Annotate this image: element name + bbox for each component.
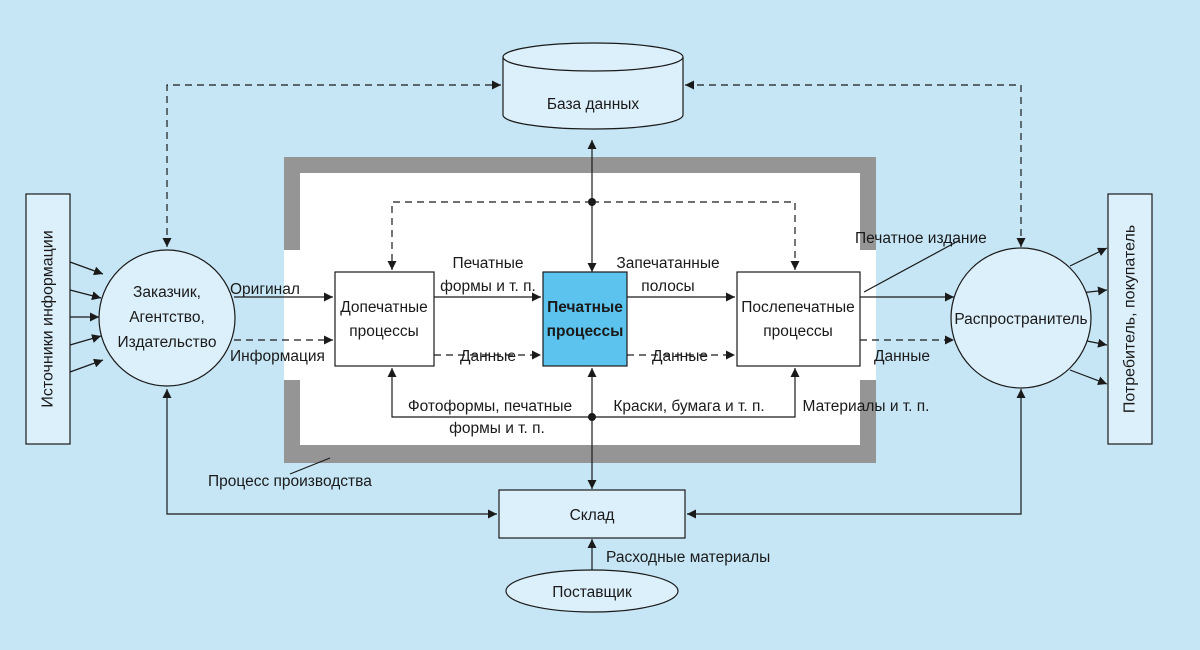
printed-sheets-label-line1: Запечатанные: [616, 255, 719, 272]
printed-edition-label: Печатное издание: [855, 230, 987, 247]
prepress-label-line1: Допечатные: [340, 299, 428, 316]
junction-dot: [588, 198, 596, 206]
original-label: Оригинал: [230, 281, 300, 298]
customer-node: Заказчик, Агентство, Издательство: [98, 249, 236, 387]
junction-dot: [588, 413, 596, 421]
production-process-label: Процесс производства: [208, 473, 372, 490]
customer-label-line1: Заказчик,: [133, 284, 201, 301]
connectors: [69, 80, 1108, 570]
plates-label-line1: Печатные: [452, 255, 523, 272]
consumers-label: Потребитель, покупатель: [1122, 225, 1139, 413]
sources-label: Источники информации: [40, 230, 57, 407]
customer-label-line3: Издательство: [118, 334, 217, 351]
press-label-line2: процессы: [547, 323, 624, 340]
edge-labels: Оригинал Информация Печатные формы и т. …: [208, 230, 987, 566]
customer-label-line2: Агентство,: [129, 309, 205, 326]
prepress-label-line2: процессы: [349, 323, 419, 340]
inks-label: Краски, бумага и т. п.: [613, 398, 764, 415]
information-label: Информация: [230, 348, 325, 365]
supplier-label: Поставщик: [552, 584, 632, 601]
data-label-2: Данные: [652, 348, 708, 365]
prepress-node: Допечатные процессы: [334, 271, 435, 367]
database-label: База данных: [547, 96, 640, 113]
warehouse-node: Склад: [498, 489, 686, 539]
photoforms-label-line1: Фотоформы, печатные: [408, 398, 572, 415]
plates-label-line2: формы и т. п.: [440, 278, 536, 295]
data-label-3: Данные: [874, 348, 930, 365]
warehouse-label: Склад: [570, 507, 615, 524]
sources-box: Источники информации: [25, 193, 71, 445]
press-node: Печатные процессы: [542, 271, 628, 367]
data-label-1: Данные: [460, 348, 516, 365]
postpress-label-line1: Послепечатные: [741, 299, 854, 316]
postpress-label-line2: процессы: [763, 323, 833, 340]
consumers-box: Потребитель, покупатель: [1107, 193, 1153, 445]
supplier-node: Поставщик: [505, 569, 679, 613]
postpress-node: Послепечатные процессы: [736, 271, 861, 367]
database-node: База данных: [502, 42, 684, 130]
press-label-line1: Печатные: [547, 299, 623, 316]
consumables-label: Расходные материалы: [606, 549, 770, 566]
distributor-node: Распространитель: [950, 247, 1092, 389]
materials-label: Материалы и т. п.: [803, 398, 930, 415]
distributor-label: Распространитель: [954, 311, 1087, 328]
printed-sheets-label-line2: полосы: [641, 278, 694, 295]
photoforms-label-line2: формы и т. п.: [449, 420, 545, 437]
